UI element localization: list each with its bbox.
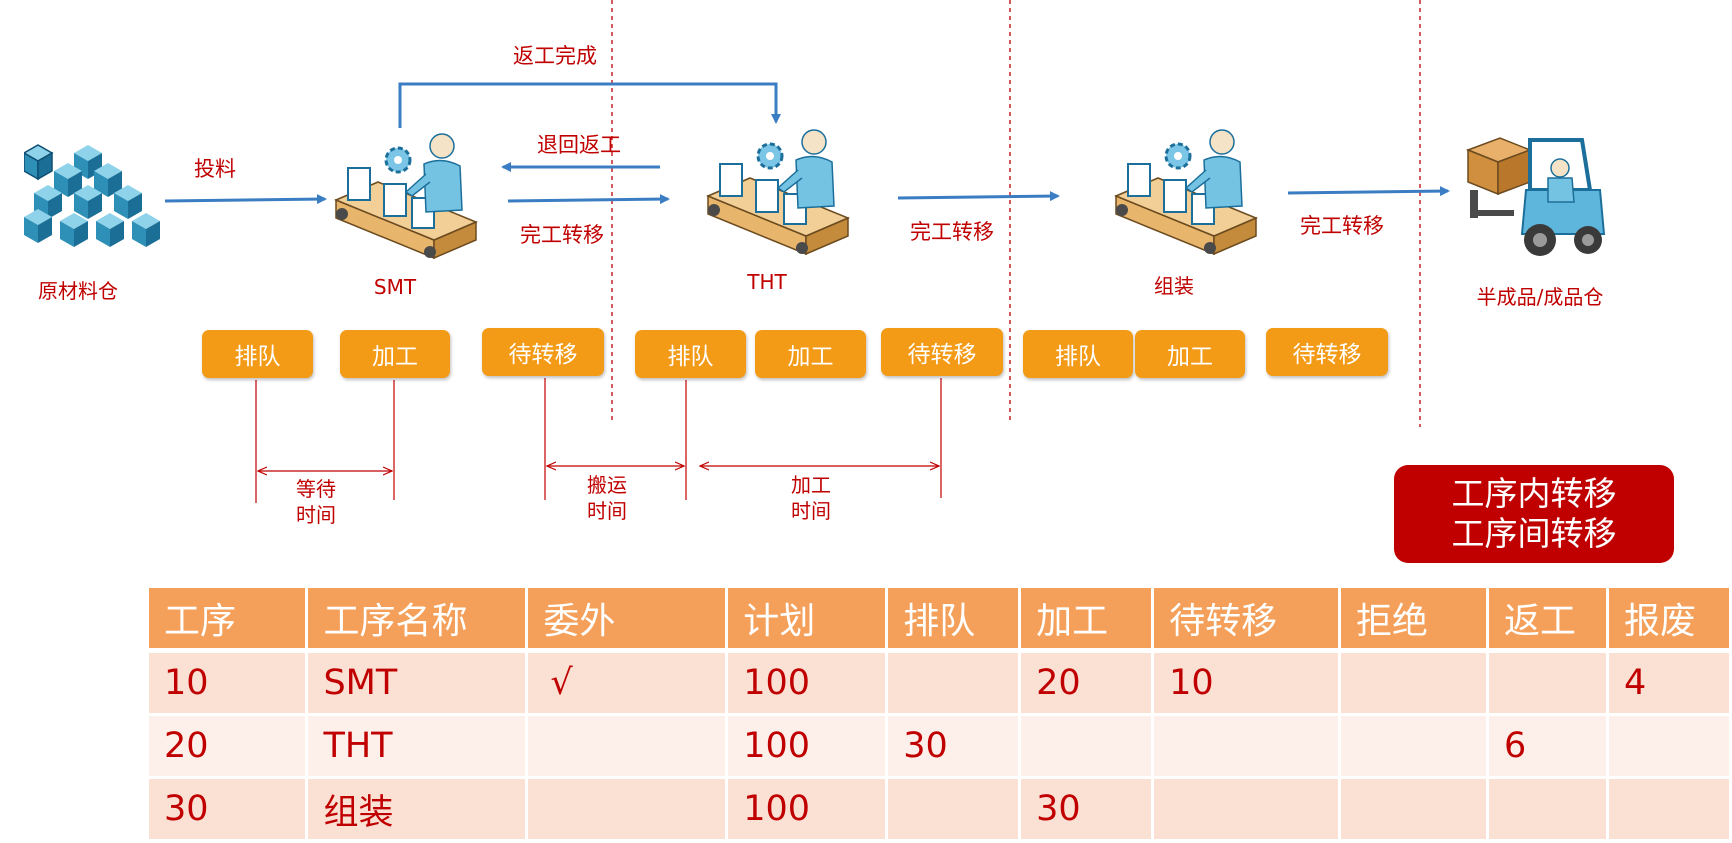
table-row: 30 组装 100 30: [149, 777, 1732, 842]
complete-transfer-label-2: 完工转移: [910, 220, 994, 244]
tht-queue-box: 排队: [635, 330, 746, 378]
smt-queue-box: 排队: [202, 330, 313, 378]
forklift-icon: [1465, 137, 1606, 256]
transfer-arrow-3: [1287, 186, 1450, 197]
table-row: 20 THT 100 30 6: [149, 714, 1732, 779]
complete-transfer-label-1: 完工转移: [520, 223, 604, 247]
operation-status-table: 工序 工序名称 委外 计划 排队 加工 待转移 拒绝 返工 报废 10 SMT …: [149, 588, 1732, 842]
assembly-label: 组装: [1154, 274, 1194, 298]
rework-done-arrow: [398, 82, 781, 128]
header-process: 加工: [1019, 588, 1155, 653]
raw-material-boxes-icon: [24, 144, 161, 248]
assembly-process-box: 加工: [1135, 330, 1245, 378]
process-time-label: 加工 时间: [791, 473, 831, 523]
header-scrap: 报废: [1607, 588, 1732, 653]
smt-process-box: 加工: [340, 330, 450, 378]
feed-arrow: [164, 194, 327, 205]
smt-to-move-box: 待转移: [482, 328, 604, 376]
legend-line-2: 工序间转移: [1451, 514, 1617, 553]
tht-to-move-box: 待转移: [881, 328, 1003, 376]
header-reject: 拒绝: [1339, 588, 1489, 653]
finished-warehouse-label: 半成品/成品仓: [1476, 285, 1604, 309]
header-plan: 计划: [726, 588, 889, 653]
return-rework-label: 退回返工: [537, 133, 621, 157]
table-row: 10 SMT √ 100 20 10 4: [149, 650, 1732, 716]
table-header-row: 工序 工序名称 委外 计划 排队 加工 待转移 拒绝 返工 报废: [149, 588, 1732, 653]
header-op: 工序: [149, 588, 309, 653]
header-queue: 排队: [886, 588, 1022, 653]
transfer-type-legend: 工序内转移 工序间转移: [1394, 465, 1674, 563]
header-rework: 返工: [1487, 588, 1609, 653]
assembly-to-move-box: 待转移: [1266, 328, 1388, 376]
transfer-arrow-2: [897, 191, 1060, 202]
transfer-arrow-1: [507, 194, 670, 205]
header-op-name: 工序名称: [306, 588, 529, 653]
legend-line-1: 工序内转移: [1451, 474, 1617, 513]
assembly-station-icon: [1114, 128, 1258, 256]
tht-station-icon: [706, 128, 850, 256]
tht-process-box: 加工: [755, 330, 866, 378]
tht-label: THT: [747, 270, 787, 294]
feed-label: 投料: [194, 157, 236, 181]
move-time-label: 搬运 时间: [587, 473, 627, 523]
header-to-move: 待转移: [1152, 588, 1342, 653]
assembly-queue-box: 排队: [1023, 330, 1133, 378]
wait-time-label: 等待 时间: [296, 477, 336, 527]
complete-transfer-label-3: 完工转移: [1300, 214, 1384, 238]
smt-station-icon: [334, 133, 478, 260]
raw-warehouse-label: 原材料仓: [38, 279, 118, 303]
rework-done-label: 返工完成: [513, 44, 597, 68]
header-outsource: 委外: [526, 588, 729, 653]
smt-label: SMT: [373, 275, 417, 299]
